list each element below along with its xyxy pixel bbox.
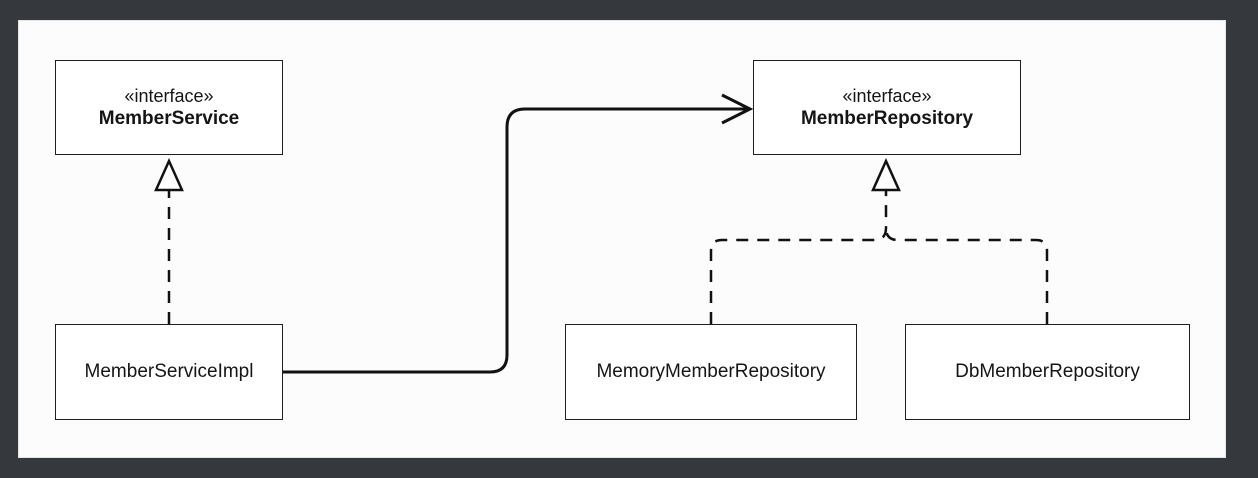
member-service-stereotype: «interface» (124, 85, 214, 106)
realization-arrowhead-member-service (154, 157, 184, 192)
realization-arrowhead-member-repository (871, 157, 901, 192)
association-arrowhead (721, 93, 754, 125)
member-repository-interface-box: «interface» MemberRepository (753, 60, 1021, 155)
db-member-repository-name: DbMemberRepository (955, 361, 1140, 382)
member-repository-stereotype: «interface» (842, 85, 932, 106)
member-service-impl-box: MemberServiceImpl (55, 324, 283, 420)
memory-member-repository-name: MemoryMemberRepository (596, 361, 826, 382)
realization-line-db-repository (884, 227, 1049, 324)
member-service-impl-name: MemberServiceImpl (84, 361, 254, 382)
memory-member-repository-box: MemoryMemberRepository (565, 324, 857, 420)
member-service-interface-box: «interface» MemberService (55, 60, 283, 155)
realization-line-memory-repository (709, 190, 888, 324)
member-repository-name: MemberRepository (800, 107, 974, 129)
db-member-repository-box: DbMemberRepository (905, 324, 1190, 420)
association-line-service-impl-to-repository (283, 107, 748, 374)
member-service-name: MemberService (98, 107, 240, 129)
